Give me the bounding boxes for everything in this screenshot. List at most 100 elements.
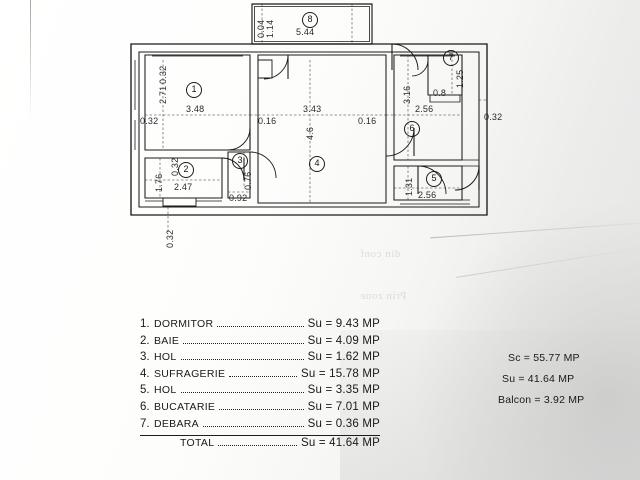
room-4-walls — [257, 54, 387, 204]
legend-area-value: Su = 9.43 MP — [307, 318, 380, 330]
door-arc-entry — [454, 165, 480, 191]
legend-area-value: Su = 0.36 MP — [307, 417, 380, 430]
door-arc-balcony — [391, 43, 419, 71]
room-4-door-jamb — [258, 59, 273, 79]
exterior-wall-inner — [138, 51, 480, 208]
legend-leader — [219, 408, 304, 410]
legend-row: 2. Baie Su = 4.09 MP — [140, 335, 380, 352]
legend-total-label: Total — [180, 437, 215, 450]
exterior-wall-outer — [130, 43, 488, 216]
dim-room-4-wall-left: 0.16 — [258, 116, 277, 126]
room-5-bottom-band — [400, 199, 470, 205]
legend-row: 1. Dormitor Su = 9.43 MP — [140, 318, 380, 335]
door-arc-room-1 — [227, 127, 251, 151]
legend-room-name: Bucatarie — [154, 400, 216, 413]
room-number-1: 1 — [186, 82, 202, 98]
dim-room-6-height: 3.16 — [402, 85, 412, 104]
area-summary: Sc = 55.77 MP Su = 41.64 MP Balcon = 3.9… — [498, 352, 638, 415]
balcony-inner — [254, 6, 370, 42]
legend-area-value: Su = 7.01 MP — [307, 400, 380, 413]
legend-area-value: Su = 3.35 MP — [307, 384, 380, 397]
dim-room-4-height: 4.6 — [305, 126, 315, 140]
dim-balcony-wall-left: 0.04 — [256, 19, 266, 38]
dim-room-1-wall-top-left: 0.32 — [158, 65, 168, 84]
room-number-2: 2 — [178, 162, 194, 178]
dim-room-1-width: 3.48 — [186, 104, 205, 114]
legend-area-value: Su = 4.09 MP — [307, 334, 380, 347]
summary-balcon: Balcon = 3.92 MP — [498, 394, 585, 406]
dim-room-3-height: 0.76 — [243, 171, 253, 190]
legend-number: 3. — [140, 351, 150, 364]
dim-room-4-wall-right: 0.16 — [358, 116, 377, 126]
legend-number: 7. — [140, 417, 150, 430]
legend-row: 5. Hol Su = 3.35 MP — [140, 384, 380, 401]
legend-area-value: Su = 1.62 MP — [307, 351, 380, 364]
legend-room-name: Debara — [154, 417, 199, 430]
room-number-8: 8 — [302, 12, 318, 28]
door-arc-room-4-top — [263, 54, 289, 80]
legend-number: 5. — [140, 384, 150, 397]
legend-number: 2. — [140, 334, 150, 347]
room-7-sill — [429, 94, 461, 103]
legend-leader — [180, 392, 304, 394]
legend-number: 4. — [140, 367, 150, 380]
legend-room-name: Hol — [154, 351, 177, 364]
legend-room-name: Hol — [154, 384, 177, 397]
dim-room-6-width: 2.56 — [415, 104, 434, 114]
legend-number: 1. — [140, 318, 150, 330]
dim-room-2-wall-inner: 0.32 — [170, 157, 180, 176]
legend-leader — [218, 445, 297, 447]
room-3-walls — [227, 151, 251, 199]
dim-room-5-width: 2.56 — [418, 190, 437, 200]
room-2-walls — [144, 157, 223, 199]
floor-plan-drawing: 1 2 3 4 5 6 7 8 3.48 2.71 0.32 0.32 2.47… — [0, 0, 540, 260]
door-arc-room-7 — [411, 59, 429, 77]
paper-shadow-right — [410, 200, 640, 480]
window-left-upper — [130, 60, 136, 110]
legend-total-row: Total Su = 41.64 MP — [140, 436, 380, 454]
legend-row: 7. Debara Su = 0.36 MP — [140, 418, 380, 437]
window-room-1 — [152, 51, 243, 57]
legend-row: 3. Hol Su = 1.62 MP — [140, 351, 380, 368]
door-arc-room-3 — [249, 151, 277, 179]
dim-wall-right: 0.32 — [484, 112, 503, 122]
floor-plan-svg — [130, 3, 488, 232]
dim-wall-bottom-left: 0.32 — [165, 229, 175, 248]
legend-row: 6. Bucatarie Su = 7.01 MP — [140, 401, 380, 418]
summary-sc: Sc = 55.77 MP — [508, 352, 580, 364]
dim-room-2-height: 1.76 — [154, 173, 164, 192]
dim-room-2-width: 2.47 — [174, 182, 193, 192]
legend-leader — [217, 326, 304, 327]
dim-balcony-width: 5.44 — [296, 27, 315, 37]
legend-leader — [229, 375, 297, 377]
window-left-lower — [130, 120, 136, 150]
entry-wall-band — [462, 159, 479, 167]
legend-leader — [180, 359, 304, 361]
legend-leader — [183, 342, 304, 344]
legend-leader — [202, 425, 304, 427]
legend-room-name: Sufragerie — [154, 367, 226, 380]
summary-su: Su = 41.64 MP — [502, 373, 575, 385]
room-number-3: 3 — [232, 153, 248, 169]
room-number-6: 6 — [404, 121, 420, 137]
legend-total-value: Su = 41.64 MP — [301, 437, 380, 450]
dim-room-1-height: 2.71 — [158, 85, 168, 104]
room-legend: 1. Dormitor Su = 9.43 MP 2. Baie Su = 4.… — [140, 318, 380, 454]
legend-room-name: Dormitor — [154, 318, 214, 330]
legend-room-name: Baie — [154, 334, 180, 347]
dim-balcony-height: 1.14 — [265, 19, 275, 38]
bleed-through-text-2: Prin zone — [360, 290, 407, 302]
window-room-4 — [266, 202, 378, 208]
paper-shadow-bottom-right — [340, 330, 640, 480]
dim-room-5-height: 1.31 — [404, 177, 414, 196]
room-number-5: 5 — [426, 171, 442, 187]
paper-crease-left — [30, 0, 31, 120]
room-number-7: 7 — [443, 50, 459, 66]
dim-room-4-width: 3.43 — [303, 104, 322, 114]
dim-room-7-width: 0.8 — [433, 88, 447, 98]
legend-number: 6. — [140, 400, 150, 413]
legend-area-value: Su = 15.78 MP — [301, 367, 380, 380]
dim-room-7-height: 1.25 — [455, 69, 465, 88]
legend-row: 4. Sufragerie Su = 15.78 MP — [140, 368, 380, 385]
